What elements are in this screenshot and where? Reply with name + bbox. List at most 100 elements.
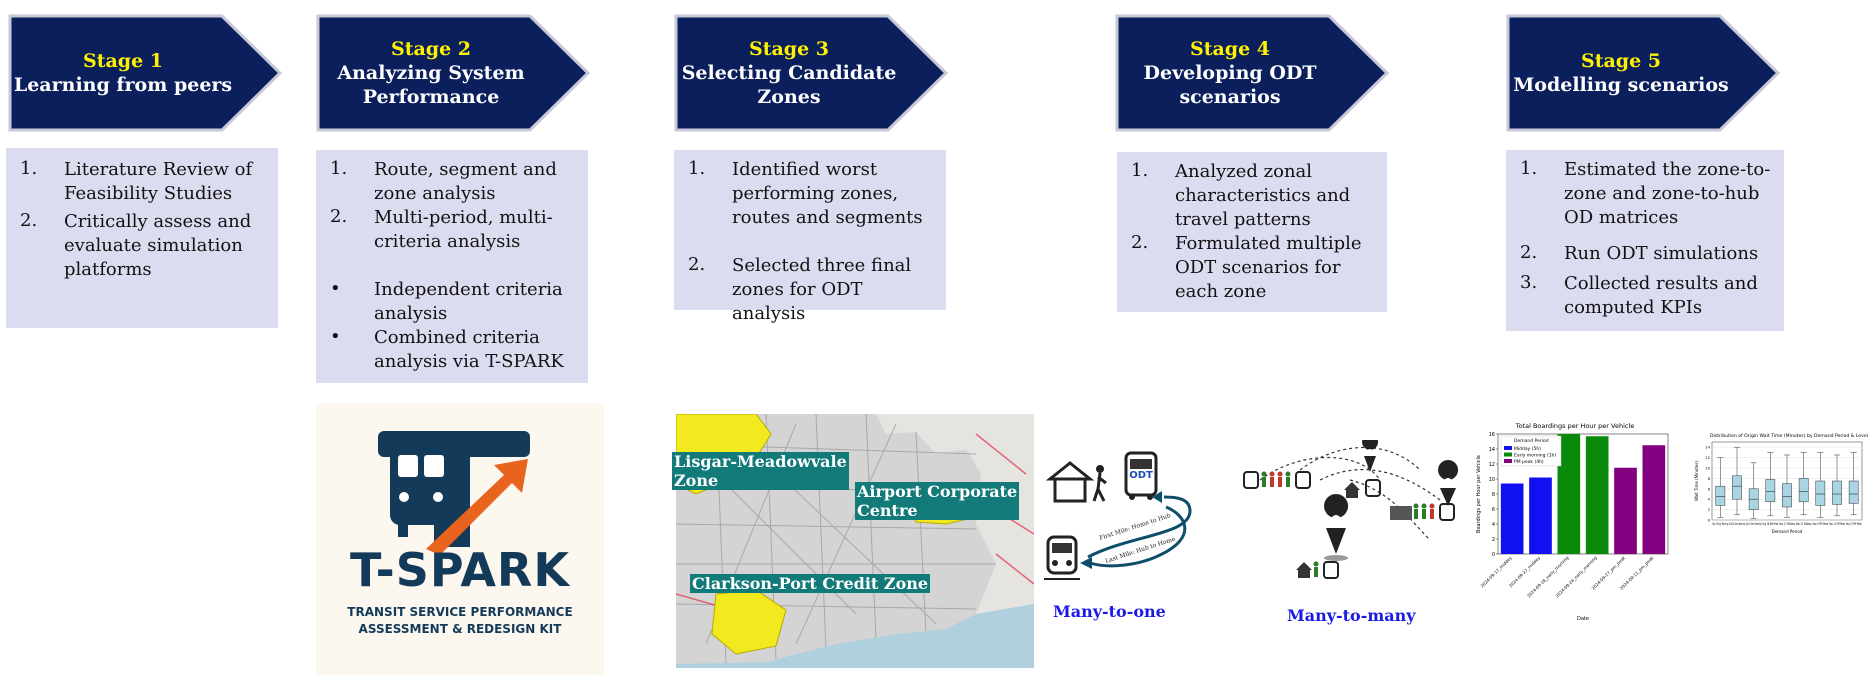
y-tick-label: 12 [1705, 455, 1710, 460]
box-plot-title: Distribution of Origin Wait Time (Minute… [1710, 433, 1868, 439]
zone-label-clarkson: Clarkson-Port Credit Zone [690, 574, 931, 593]
task-marker: 1. [688, 158, 706, 179]
train-icon [1044, 535, 1080, 580]
boardings-bar-chart-svg: Total Boardings per Hour per Vehicle0246… [1476, 422, 1669, 622]
many-to-one-label: Many-to-one [1053, 602, 1166, 621]
logo-name: T-SPARK [350, 543, 570, 597]
y-tick-label: 0 [1492, 552, 1495, 558]
stage-title: Modelling scenarios [1513, 74, 1729, 96]
zone-label-airport: Airport Corporate Centre [855, 482, 1020, 520]
x-tick-label: Sep 13 PM Peak [1846, 522, 1862, 526]
stage-5-task-box: 1.Estimated the zone-to-zone and zone-to… [1506, 150, 1784, 331]
box [1848, 480, 1859, 504]
bar [1529, 477, 1552, 554]
task-marker: 2. [20, 210, 38, 231]
stage-title: Learning from peers [13, 74, 233, 96]
many-to-many-graphic [1243, 434, 1459, 579]
location-pin-icon [1324, 434, 1459, 561]
box [1832, 480, 1842, 505]
tspark-logo-panel: T-SPARK TRANSIT SERVICE PERFORMANCE ASSE… [316, 403, 604, 675]
stage-arrow-shape [8, 14, 283, 132]
house-icon [1296, 482, 1412, 578]
stage-title: Analyzing System Performance [337, 62, 525, 108]
x-tick-label: Sep 27 Midday [1796, 522, 1812, 526]
box [1798, 478, 1809, 503]
y-tick-label: 2 [1492, 537, 1495, 543]
y-axis-label: Boardings per Hour per Vehicle [1476, 455, 1482, 533]
task-text: Route, segment and zone analysis [374, 159, 557, 204]
tspark-logo-icon [378, 431, 530, 555]
y-tick-label: 4 [1708, 497, 1711, 502]
box [1815, 480, 1826, 506]
person-icon [1092, 465, 1107, 502]
stage-4-task-box: 1. Analyzed zonal characteristics and tra… [1117, 152, 1387, 312]
y-tick-label: 14 [1705, 445, 1710, 450]
task-marker: 1. [1520, 158, 1538, 179]
y-tick-label: 10 [1705, 466, 1710, 471]
x-tick-label: Sep 17 Midday [1779, 522, 1795, 526]
stage-arrow-shape [674, 14, 949, 132]
stage-arrow-shape [1115, 14, 1390, 132]
task-marker: 3. [1520, 272, 1538, 293]
bar [1500, 483, 1524, 554]
map-graphic [676, 414, 1034, 668]
x-axis-label: Date [1577, 616, 1589, 622]
task-marker: 1. [1131, 160, 1149, 181]
zones-map [676, 414, 1034, 668]
stage-number: Stage 3 [748, 38, 830, 60]
task-text: Selected three final zones for ODT analy… [732, 255, 912, 324]
y-tick-label: 0 [1708, 518, 1711, 523]
task-marker: • [330, 278, 341, 299]
x-tick-label: Sep 18 AM Peak [1762, 522, 1778, 526]
legend-swatch [1504, 446, 1512, 450]
stage-title: Selecting Candidate Zones [681, 62, 897, 108]
y-tick-label: 2 [1708, 507, 1711, 512]
task-marker: 2. [330, 206, 348, 227]
legend-title: Demand Period [1514, 438, 1549, 444]
box [1715, 485, 1726, 506]
stage-1-task-box: 1.Literature Review of Feasibility Studi… [6, 148, 278, 328]
box [1732, 475, 1742, 500]
task-text: Run ODT simulations [1564, 243, 1759, 264]
y-tick-label: 6 [1708, 486, 1711, 491]
zone-label-airport-line2: Centre [857, 501, 918, 520]
first-mile-label: First Mile: Home to Hub [1098, 512, 1171, 542]
box [1782, 483, 1792, 508]
zone-label-lisgar-line1: Lisgar-Meadowvale [674, 452, 847, 471]
wait-time-box-plot-svg: Distribution of Origin Wait Time (Minute… [1694, 433, 1868, 534]
task-text: Literature Review of Feasibility Studies [64, 159, 253, 204]
zone-label-lisgar-line2: Zone [674, 471, 719, 490]
task-text: Combined criteria analysis via T-SPARK [374, 327, 564, 372]
bar [1614, 467, 1637, 554]
many-to-many-illustration [1240, 434, 1460, 590]
x-tick-label: Sep 3 Early Morning [1746, 522, 1762, 526]
logo-subtitle-line2: ASSESSMENT & REDESIGN KIT [358, 622, 562, 636]
legend-entry: PM peak (4h) [1514, 459, 1544, 465]
legend-entry: Early morning (1h) [1514, 453, 1556, 459]
task-text: Critically assess and evaluate simulatio… [64, 211, 252, 280]
many-to-many-label: Many-to-many [1287, 606, 1416, 625]
task-marker: 2. [1131, 232, 1149, 253]
stage-number: Stage 1 [82, 50, 164, 72]
zone-label-lisgar: Lisgar-Meadowvale Zone [672, 452, 849, 490]
task-text: Analyzed zonal characteristics and trave… [1175, 161, 1351, 230]
x-tick-label: Sep 24 Early Morning [1729, 522, 1745, 526]
y-tick-label: 10 [1489, 477, 1495, 483]
many-to-one-graphic: ODT First Mile: Home to Hub Last Mile: H… [1044, 451, 1192, 580]
stage-number: Stage 5 [1580, 50, 1662, 72]
x-tick-label: Sep 3 Early Morning [1712, 522, 1728, 526]
stage-arrow-shape [1506, 14, 1781, 132]
stage-number: Stage 4 [1189, 38, 1271, 60]
odt-sign: ODT [1129, 470, 1153, 481]
stage-arrow-shape [316, 14, 591, 132]
